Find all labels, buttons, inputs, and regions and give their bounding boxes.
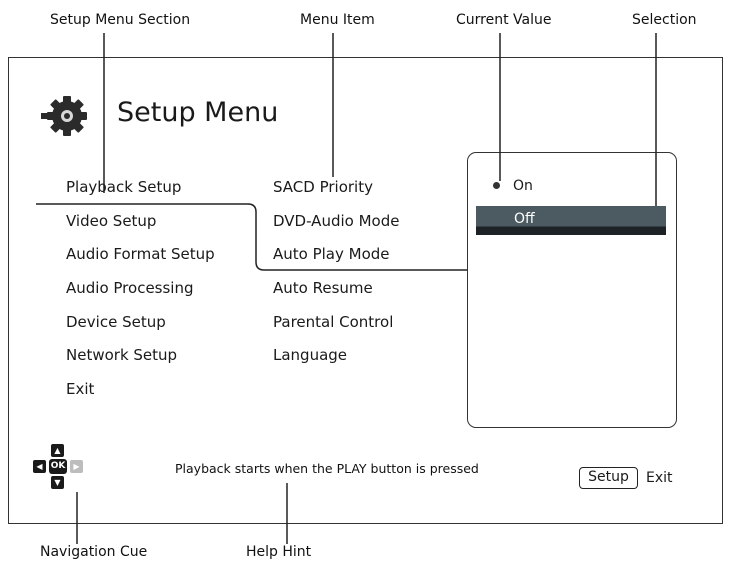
menu-item-auto-play-mode[interactable]: Auto Play Mode [273,245,390,263]
callout-navigation-cue: Navigation Cue [40,544,148,560]
menu-item-parental-control[interactable]: Parental Control [273,313,394,331]
nav-right-icon: ▶ [70,460,83,473]
setup-key[interactable]: Setup [579,467,638,489]
page-title: Setup Menu [117,97,279,128]
callout-menu-item: Menu Item [300,12,375,28]
option-on[interactable]: On [513,178,533,194]
callout-selection: Selection [632,12,697,28]
value-panel [467,152,677,428]
menu-item-auto-resume[interactable]: Auto Resume [273,279,373,297]
section-item-audio-processing[interactable]: Audio Processing [66,279,194,297]
option-off-label: Off [514,211,535,227]
callout-help-hint: Help Hint [246,544,312,560]
callout-setup-menu-section: Setup Menu Section [50,12,191,28]
help-hint-text: Playback starts when the PLAY button is … [175,461,479,476]
menu-item-dvd-audio-mode[interactable]: DVD-Audio Mode [273,212,400,230]
menu-item-language[interactable]: Language [273,346,348,364]
callout-current-value: Current Value [456,12,552,28]
nav-left-icon: ◀ [33,460,46,473]
option-off-selected[interactable]: Off [476,206,666,235]
section-item-video-setup[interactable]: Video Setup [66,212,157,230]
nav-ok-icon: OK [49,459,67,474]
directional-pad-icon: ▲ ◀ OK ▶ ▼ [31,444,91,492]
section-item-device-setup[interactable]: Device Setup [66,313,166,331]
gear-icon [40,92,92,140]
menu-item-sacd-priority[interactable]: SACD Priority [273,178,373,196]
dot-icon [493,182,500,189]
nav-down-icon: ▼ [51,476,64,489]
nav-up-icon: ▲ [51,444,64,457]
exit-hint-label: Exit [646,470,673,486]
selection-path [36,203,467,271]
section-item-network-setup[interactable]: Network Setup [66,346,178,364]
section-item-playback-setup[interactable]: Playback Setup [66,178,182,196]
section-item-exit[interactable]: Exit [66,380,95,398]
section-item-audio-format-setup[interactable]: Audio Format Setup [66,245,215,263]
